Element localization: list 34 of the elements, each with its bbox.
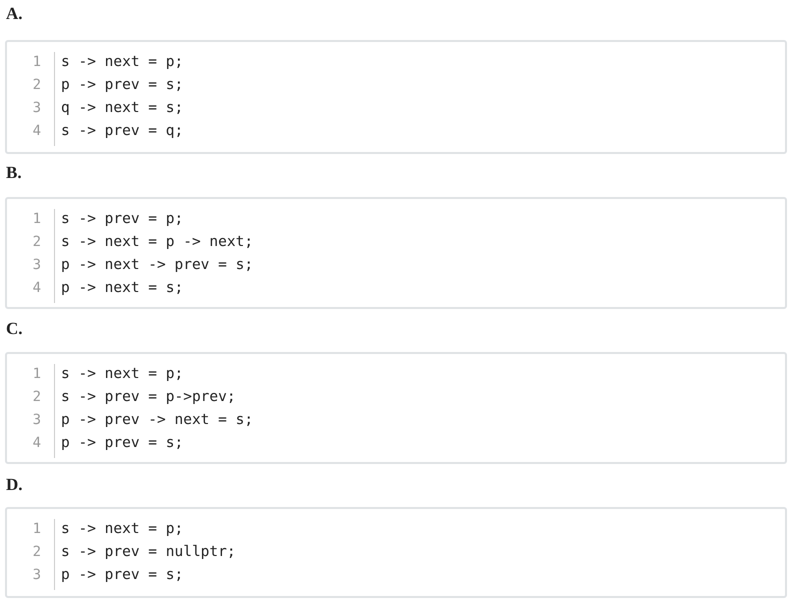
option-label: A. (6, 4, 23, 24)
code-line: s -> prev = p->prev; (61, 388, 236, 407)
code-line: p -> prev = s; (61, 76, 184, 95)
code-line: p -> next -> prev = s; (61, 256, 254, 275)
code-line: s -> prev = q; (61, 122, 184, 141)
code-line: s -> prev = nullptr; (61, 543, 236, 562)
code-line: s -> next = p; (61, 53, 184, 72)
line-number: 2 (32, 388, 41, 407)
code-line: p -> prev = s; (61, 566, 184, 585)
option-label: D. (6, 475, 23, 495)
code-line: p -> next = s; (61, 279, 184, 298)
line-number: 2 (32, 76, 41, 95)
code-line: p -> prev = s; (61, 434, 184, 453)
line-number: 1 (32, 365, 41, 384)
line-number: 1 (32, 520, 41, 539)
code-line: s -> next = p; (61, 520, 184, 539)
line-number: 2 (32, 233, 41, 252)
line-number: 1 (32, 210, 41, 229)
line-number: 3 (32, 256, 41, 275)
line-number: 4 (32, 434, 41, 453)
line-number: 3 (32, 99, 41, 118)
code-line: p -> prev -> next = s; (61, 411, 254, 430)
line-number: 4 (32, 122, 41, 141)
line-number: 1 (32, 53, 41, 72)
code-line: s -> next = p; (61, 365, 184, 384)
code-line: q -> next = s; (61, 99, 184, 118)
option-label: B. (6, 163, 22, 183)
line-number: 3 (32, 411, 41, 430)
code-line: s -> next = p -> next; (61, 233, 254, 252)
option-label: C. (6, 319, 23, 339)
line-number: 2 (32, 543, 41, 562)
line-number: 3 (32, 566, 41, 585)
code-line: s -> prev = p; (61, 210, 184, 229)
line-number: 4 (32, 279, 41, 298)
